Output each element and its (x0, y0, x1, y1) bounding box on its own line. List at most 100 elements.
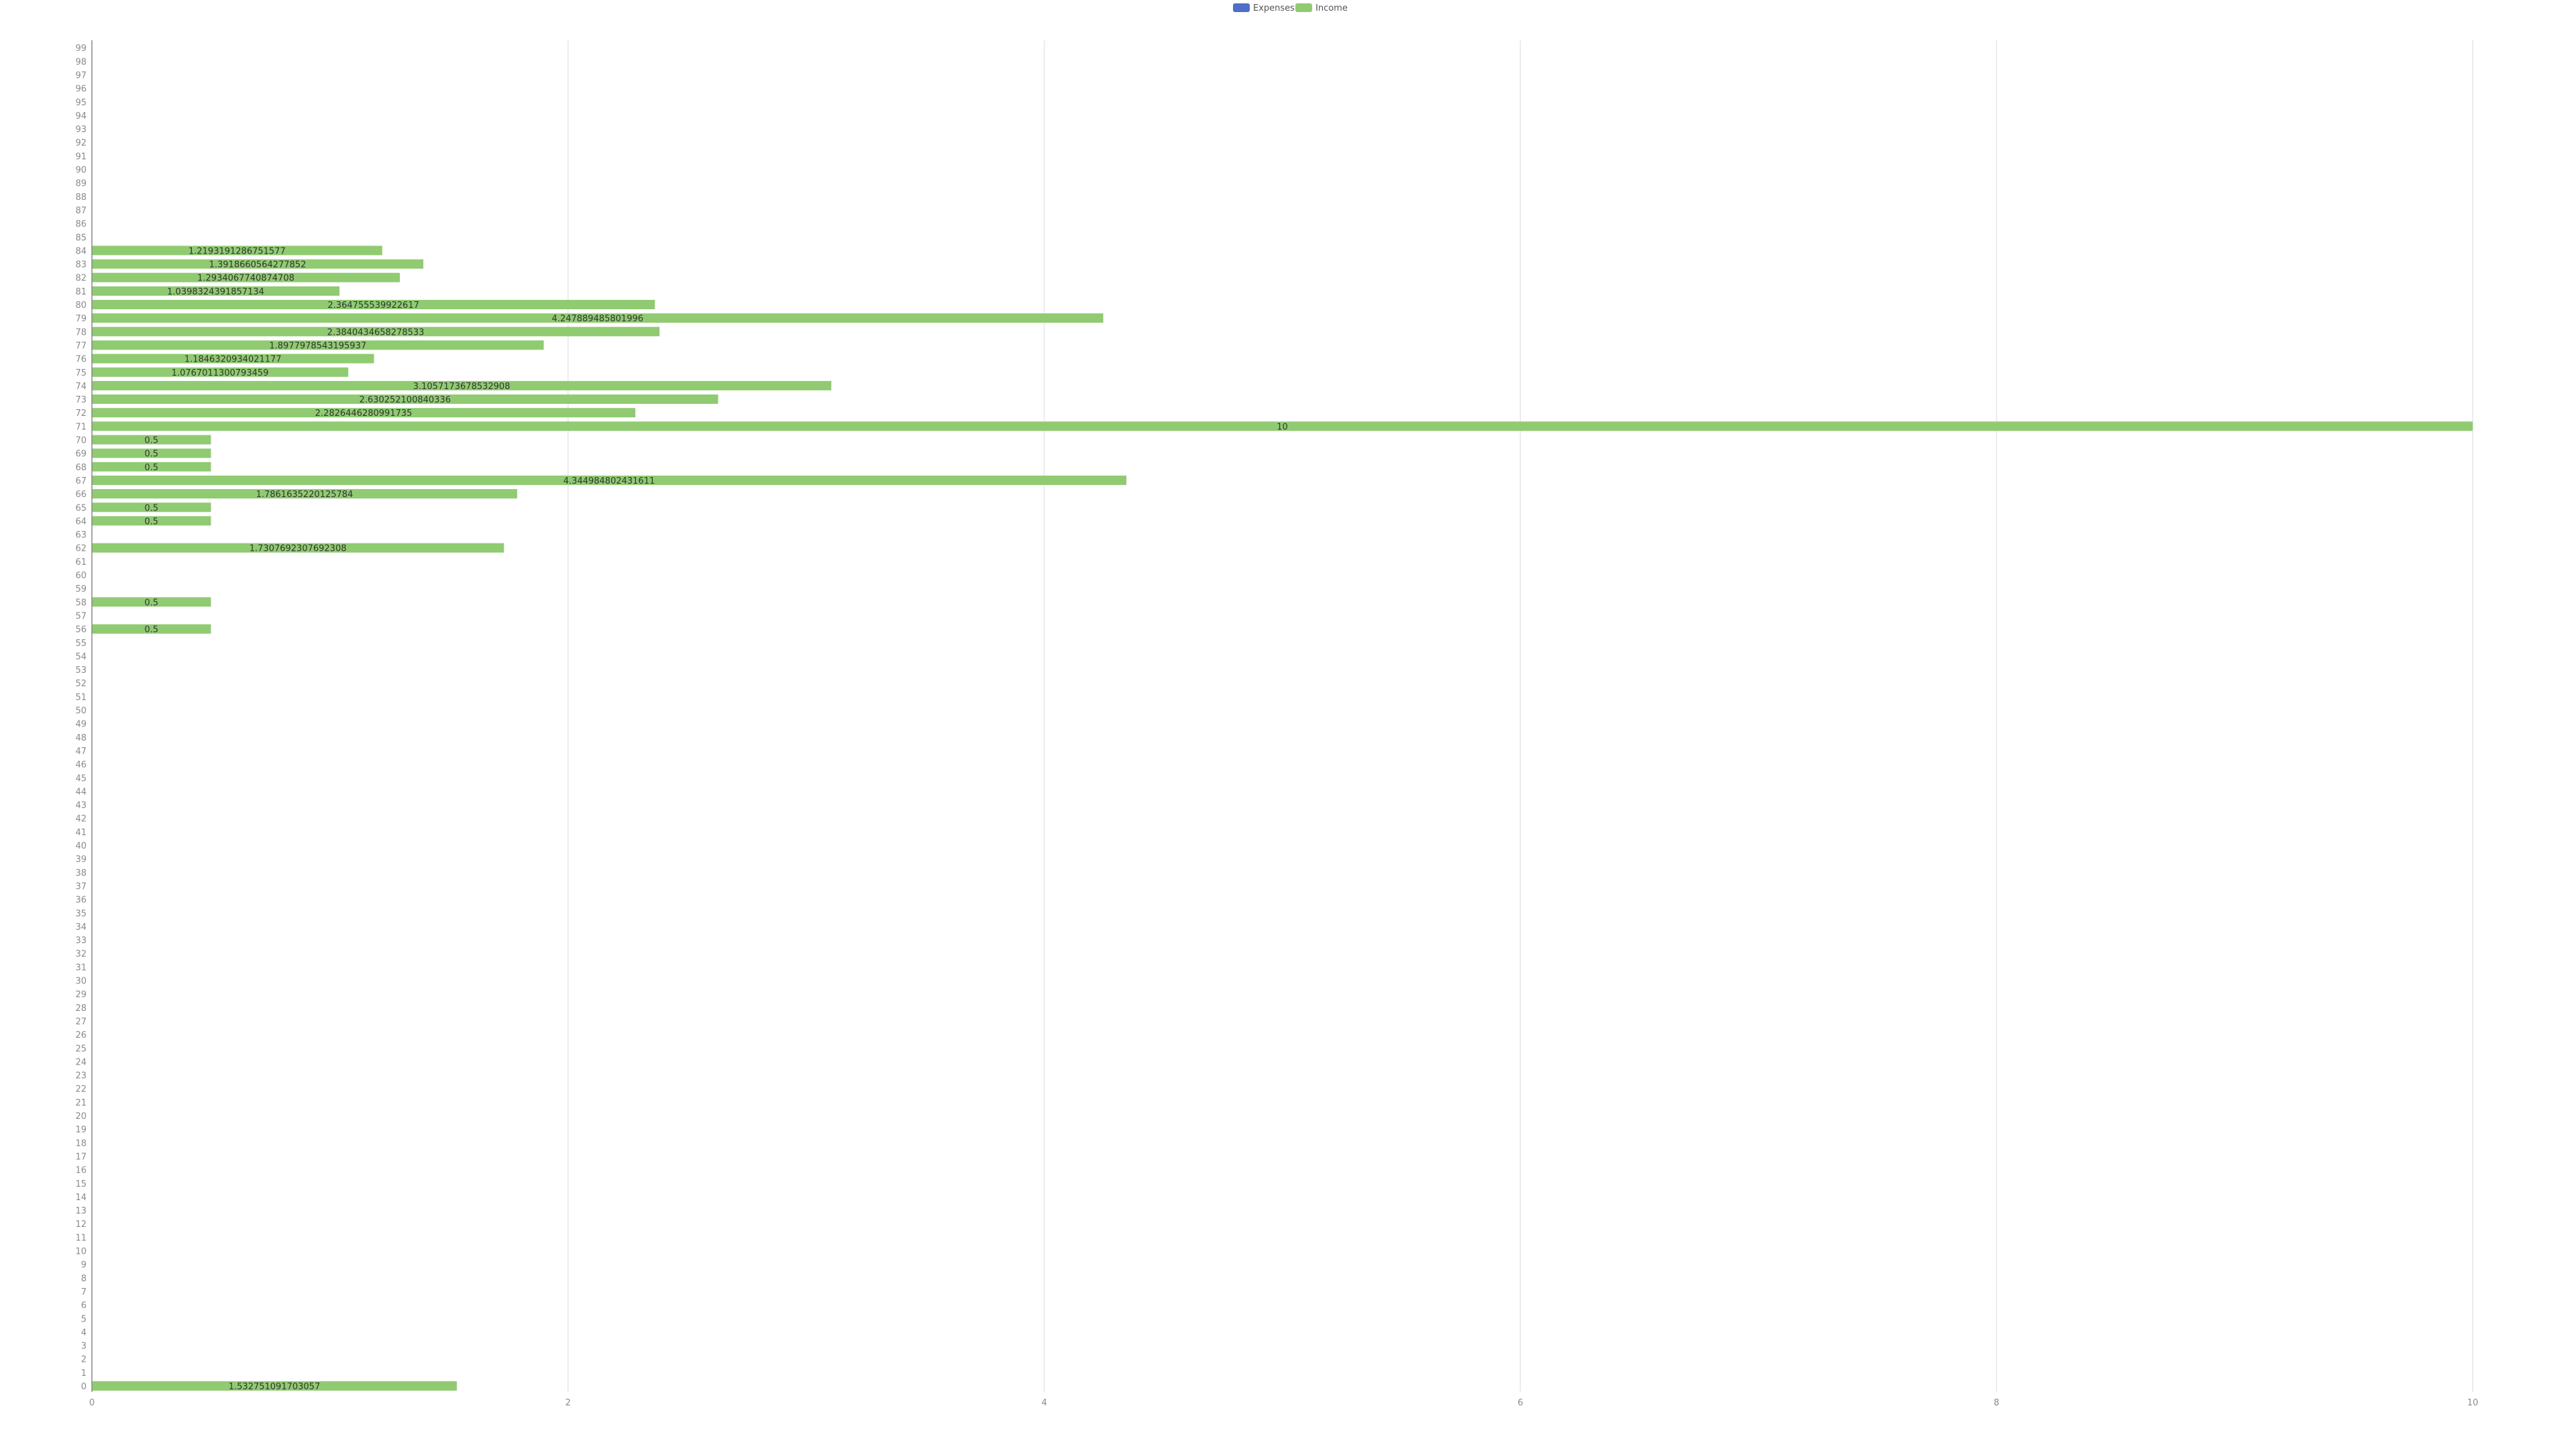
bar-income (92, 435, 211, 445)
legend-item-expenses[interactable]: Expenses (1233, 3, 1295, 13)
y-tick-label: 90 (75, 166, 87, 176)
y-tick-label: 44 (75, 787, 87, 797)
x-tick-label: 0 (89, 1398, 95, 1408)
y-tick-label: 33 (75, 936, 87, 946)
y-tick-label: 94 (75, 111, 87, 121)
y-tick-label: 19 (75, 1125, 87, 1135)
x-tick-label: 4 (1041, 1398, 1046, 1408)
y-tick-label: 50 (75, 706, 87, 716)
y-tick-label: 70 (75, 436, 87, 446)
data-label: 4.344984802431611 (564, 476, 655, 486)
x-tick-label: 10 (2467, 1398, 2479, 1408)
y-tick-label: 98 (75, 57, 87, 67)
data-label: 2.2826446280991735 (315, 409, 413, 419)
y-tick-label: 8 (81, 1274, 87, 1284)
y-tick-label: 72 (75, 409, 87, 419)
y-tick-label: 86 (75, 219, 87, 229)
y-tick-label: 92 (75, 138, 87, 148)
bar-income (92, 462, 211, 472)
y-tick-label: 76 (75, 355, 87, 365)
legend: Expenses Income (1233, 3, 1348, 13)
y-tick-label: 51 (75, 692, 87, 702)
y-tick-label: 73 (75, 395, 87, 405)
bar-income (92, 516, 211, 526)
y-tick-label: 97 (75, 70, 87, 80)
y-tick-label: 64 (75, 517, 87, 527)
y-tick-label: 24 (75, 1057, 87, 1067)
legend-label-expenses: Expenses (1253, 3, 1295, 13)
data-label: 2.630252100840336 (360, 395, 451, 405)
bar-income (92, 475, 1127, 485)
y-tick-label: 9 (81, 1260, 87, 1271)
y-tick-label: 59 (75, 584, 87, 594)
data-label: 1.0398324391857134 (167, 287, 264, 297)
y-tick-label: 23 (75, 1071, 87, 1081)
data-label: 0.5 (144, 449, 158, 460)
data-label: 2.364755539922617 (327, 301, 419, 311)
data-label: 0.5 (144, 598, 158, 608)
y-tick-label: 7 (81, 1287, 87, 1297)
y-tick-label: 0 (81, 1382, 87, 1392)
bar-income (92, 367, 349, 377)
bar-income (92, 327, 660, 337)
y-tick-label: 65 (75, 503, 87, 513)
y-tick-label: 54 (75, 652, 87, 662)
y-tick-label: 4 (81, 1328, 87, 1338)
data-label: 1.532751091703057 (229, 1382, 320, 1392)
y-tick-label: 10 (75, 1247, 87, 1257)
y-tick-label: 42 (75, 814, 87, 824)
y-tick-label: 77 (75, 341, 87, 351)
y-tick-label: 32 (75, 949, 87, 959)
y-tick-label: 75 (75, 368, 87, 378)
data-label: 0.5 (144, 436, 158, 446)
y-tick-label: 79 (75, 314, 87, 324)
y-tick-label: 17 (75, 1152, 87, 1162)
data-label: 0.5 (144, 503, 158, 513)
y-tick-label: 20 (75, 1112, 87, 1122)
bar-income (92, 597, 211, 607)
y-tick-label: 21 (75, 1098, 87, 1108)
y-tick-label: 1 (81, 1368, 87, 1379)
y-tick-label: 57 (75, 611, 87, 621)
y-tick-label: 96 (75, 85, 87, 95)
y-tick-label: 81 (75, 287, 87, 297)
bar-income (92, 448, 211, 458)
data-label: 1.2934067740874708 (197, 274, 294, 284)
y-tick-label: 47 (75, 747, 87, 757)
legend-swatch-expenses (1233, 3, 1250, 12)
y-tick-label: 16 (75, 1166, 87, 1176)
x-tick-label: 6 (1517, 1398, 1523, 1408)
bar-income (92, 489, 517, 499)
y-tick-label: 18 (75, 1138, 87, 1148)
y-tick-label: 82 (75, 274, 87, 284)
data-label: 3.1057173678532908 (413, 382, 511, 392)
bar-income (92, 502, 211, 513)
y-tick-label: 39 (75, 855, 87, 865)
gridlines (568, 40, 2473, 1392)
legend-item-income[interactable]: Income (1295, 3, 1348, 13)
data-label: 1.7307692307692308 (250, 544, 347, 554)
legend-swatch-income (1295, 3, 1312, 12)
y-tick-label: 14 (75, 1193, 87, 1203)
y-tick-label: 53 (75, 665, 87, 676)
y-tick-label: 60 (75, 571, 87, 581)
y-tick-label: 45 (75, 773, 87, 784)
y-tick-label: 88 (75, 193, 87, 203)
y-tick-label: 99 (75, 44, 87, 54)
y-tick-label: 83 (75, 260, 87, 270)
y-tick-label: 95 (75, 98, 87, 108)
bar-income (92, 624, 211, 634)
x-tick-label: 2 (566, 1398, 571, 1408)
bar-income (92, 272, 400, 282)
y-tick-label: 91 (75, 152, 87, 162)
y-tick-label: 40 (75, 841, 87, 851)
data-label: 0.5 (144, 517, 158, 527)
y-tick-label: 56 (75, 625, 87, 635)
y-tick-label: 85 (75, 233, 87, 243)
bar-income (92, 313, 1104, 323)
y-tick-label: 2 (81, 1355, 87, 1365)
y-tick-label: 62 (75, 544, 87, 554)
y-tick-label: 49 (75, 720, 87, 730)
y-tick-label: 30 (75, 977, 87, 987)
